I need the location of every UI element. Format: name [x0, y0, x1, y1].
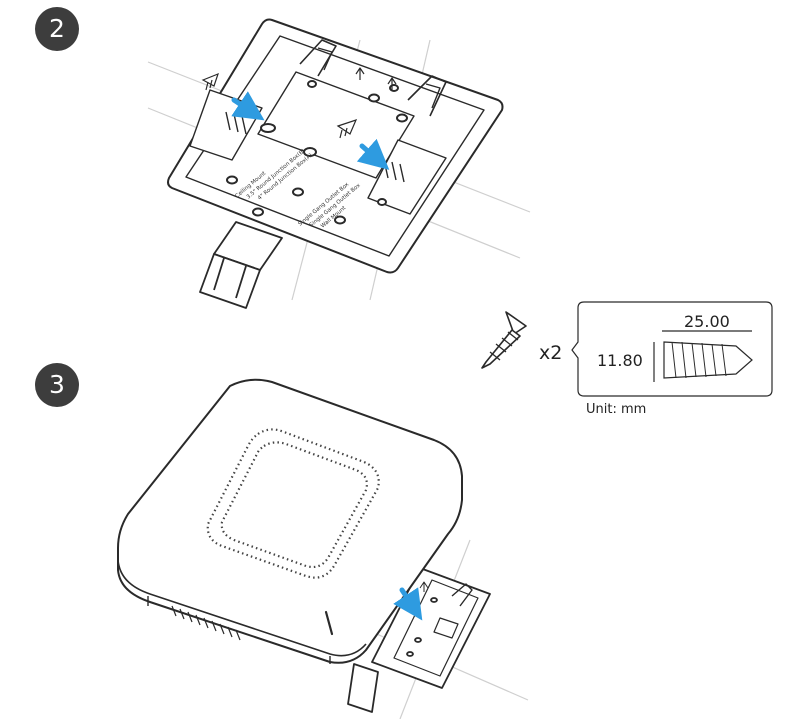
screw-quantity: x2 — [539, 342, 563, 364]
step-3-badge: 3 — [35, 363, 79, 407]
mounting-plate-icon — [371, 567, 491, 689]
ethernet-cable-icon — [347, 663, 379, 713]
unit-label: Unit: mm — [586, 402, 647, 417]
screw-spec-callout — [571, 301, 773, 397]
arrow-icon — [231, 91, 390, 170]
access-point-icon — [117, 378, 463, 664]
step-2-badge: 2 — [35, 7, 79, 51]
screw-icon — [481, 311, 527, 369]
screw-icon — [201, 72, 358, 139]
screw-diameter: 11.80 — [597, 351, 643, 370]
arrow-icon — [393, 587, 423, 621]
vent-pattern — [206, 428, 380, 579]
ethernet-cable-icon — [199, 221, 283, 309]
screw-length: 25.00 — [684, 312, 730, 331]
mounting-plate-icon — [167, 18, 504, 274]
